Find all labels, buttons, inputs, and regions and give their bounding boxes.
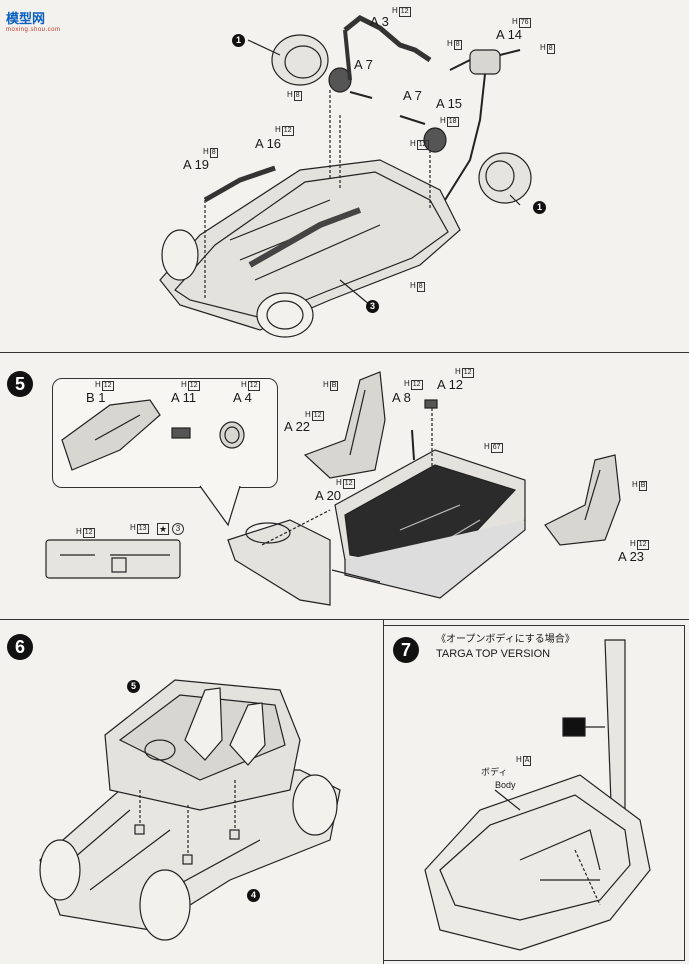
part-label-a4: A 4 <box>233 390 252 405</box>
material-code-box: 12 <box>247 381 260 391</box>
divider-step4-step5 <box>0 352 689 353</box>
material-code-box: 8 <box>453 40 462 50</box>
step6-illustration <box>39 679 341 941</box>
logo-url: moxing.shou.com <box>6 27 61 33</box>
material-code-box: 12 <box>410 380 423 390</box>
part-label-a16: A 16 <box>255 136 282 151</box>
material-code-box: 12 <box>281 126 294 136</box>
material-code-box: 76 <box>518 18 531 28</box>
part-label-a20: A 20 <box>315 488 342 503</box>
part-label-a15: A 15 <box>436 96 463 111</box>
callout-tub-5: 5 <box>127 680 140 693</box>
material-code-box: 8 <box>209 148 218 158</box>
logo-text: 模型网 <box>6 11 46 26</box>
part-label-a7-right: A 7 <box>403 88 422 103</box>
callout-chassis-4: 4 <box>247 889 260 902</box>
part-label-a19: A 19 <box>183 157 210 172</box>
material-code-box: 12 <box>187 381 200 391</box>
material-code-box: 12 <box>342 479 355 489</box>
callout-chassis-3: 3 <box>366 300 379 313</box>
material-code-box: 8 <box>416 282 425 292</box>
material-code-box: A <box>522 756 532 766</box>
body-label-en: Body <box>495 780 516 790</box>
step5-illustration <box>45 371 621 606</box>
step7-title-jp: 《オープンボディにする場合》 <box>436 634 575 645</box>
material-code-box: B <box>638 481 648 491</box>
material-code-box: B <box>329 381 339 391</box>
material-code-box: 12 <box>636 540 649 550</box>
part-label-a22: A 22 <box>284 419 311 434</box>
part-label-a8: A 8 <box>392 390 411 405</box>
material-code-box: 12 <box>101 381 114 391</box>
callout-wheel-1-top: 1 <box>232 34 245 47</box>
site-logo: 模型网 moxing.shou.com <box>6 8 61 33</box>
step7-box <box>383 625 685 961</box>
step-number-6: 6 <box>7 634 33 660</box>
material-code-box: 12 <box>398 7 411 17</box>
material-code-box: 12 <box>82 528 95 538</box>
part-label-b1: B 1 <box>86 390 106 405</box>
part-label-a11: A 11 <box>171 390 197 405</box>
material-code-box: 18 <box>446 117 459 127</box>
divider-step5-step6 <box>0 619 689 620</box>
material-code-box: 8 <box>293 91 302 101</box>
step-number-5: 5 <box>7 371 33 397</box>
material-code-box: 12 <box>461 368 474 378</box>
step-number-7: 7 <box>393 637 419 663</box>
material-code-box: 67 <box>490 443 503 453</box>
material-code-box: 13 <box>136 524 149 534</box>
step7-title-en: TARGA TOP VERSION <box>436 648 551 660</box>
material-code-box: 8 <box>546 44 555 54</box>
part-label-a3: A 3 <box>370 14 389 29</box>
part-label-a23: A 23 <box>618 549 645 564</box>
callout-wheel-1-right: 1 <box>533 201 546 214</box>
part-label-a14: A 14 <box>496 27 523 42</box>
material-code-box: 12 <box>311 411 324 421</box>
body-label-jp: ボディ <box>481 767 508 777</box>
step4-illustration <box>159 15 532 338</box>
decal-star-icon: ★ <box>157 523 169 535</box>
part-label-a12: A 12 <box>437 377 464 392</box>
part-label-a7-left: A 7 <box>354 57 373 72</box>
material-code-box: 12 <box>416 140 429 150</box>
decal-number-circle: 3 <box>172 523 184 535</box>
